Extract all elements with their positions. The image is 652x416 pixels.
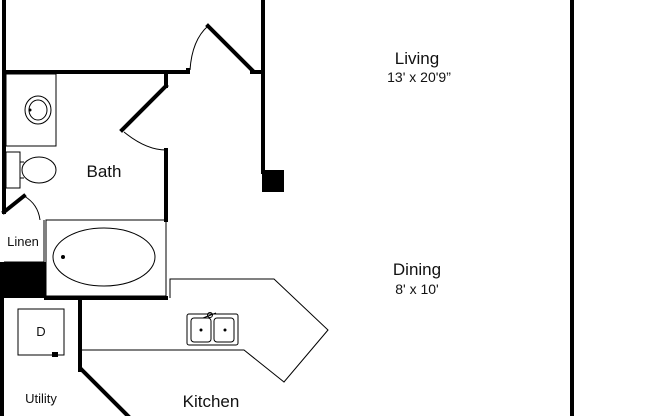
utility-door-leaf <box>79 367 131 416</box>
dryer-vent <box>52 352 58 357</box>
tub-drain <box>61 255 65 259</box>
kitchen-sink-drain <box>199 328 203 332</box>
bath-label: Bath <box>87 162 122 181</box>
kitchen-label: Kitchen <box>183 392 240 411</box>
bath-door-swing-arc <box>123 131 167 151</box>
kitchen-sink <box>186 313 239 346</box>
wall-linen-top <box>1 193 27 215</box>
door-swing-arc <box>189 25 209 71</box>
dining-label: Dining <box>393 260 441 279</box>
kitchen-faucet-head <box>207 312 213 318</box>
sink-basin <box>24 95 52 125</box>
kitchen-counter <box>80 278 329 383</box>
wall-block-utility <box>0 262 46 298</box>
sink-drain <box>28 108 32 112</box>
linen-door-arc <box>23 195 41 221</box>
column <box>262 170 284 192</box>
bathtub-basin <box>52 227 156 287</box>
kitchen-sink-drain <box>223 328 227 332</box>
door-leaf <box>205 23 255 73</box>
linen-label: Linen <box>7 234 39 249</box>
bath-door-leaf <box>119 83 169 133</box>
kitchen-sink-bowl-right <box>213 317 235 343</box>
toilet-bowl <box>21 156 57 184</box>
sink-bowl <box>28 99 48 121</box>
kitchen-faucet <box>202 312 217 319</box>
dryer-label: D <box>36 324 45 339</box>
utility-label: Utility <box>25 391 57 406</box>
vanity-counter <box>5 73 57 147</box>
dining-dimensions: 8' x 10' <box>395 281 438 297</box>
living-dimensions: 13' x 20'9” <box>387 69 451 85</box>
dryer <box>17 308 65 356</box>
toilet-tank <box>5 151 21 189</box>
kitchen-sink-bowl-left <box>190 317 212 343</box>
living-label: Living <box>395 49 439 68</box>
